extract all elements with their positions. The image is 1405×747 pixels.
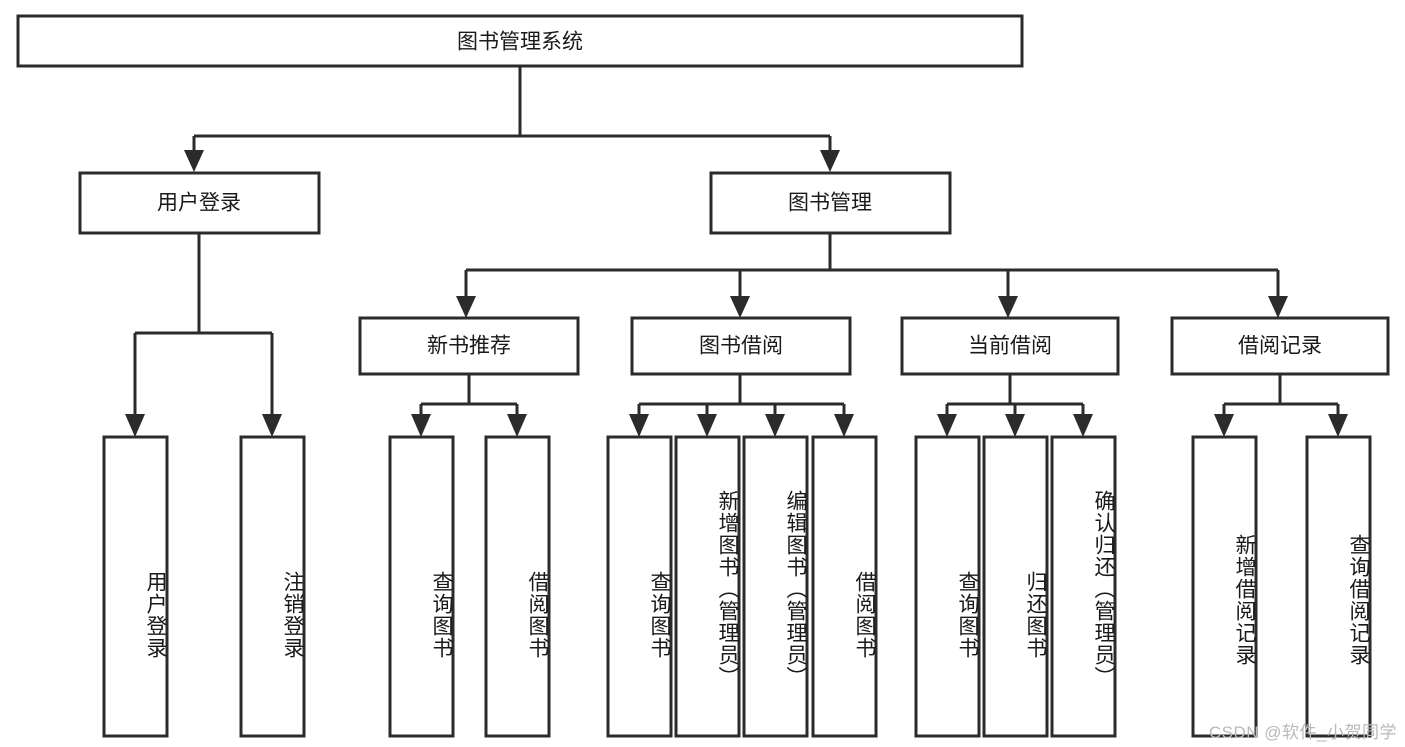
node-borrow-record[interactable]: 借阅记录 <box>1170 316 1390 376</box>
leaf-box-confirm-return[interactable] <box>1050 435 1117 738</box>
node-user-login-label: 用户登录 <box>157 192 241 215</box>
node-book-manage-label: 图书管理 <box>788 192 872 215</box>
leaf-box-edit-book[interactable] <box>742 435 809 738</box>
edge-bookmanage-to-level2 <box>456 233 1288 318</box>
edge-borrowrecord-to-leaves <box>1214 374 1348 437</box>
edge-userlogin-to-leaves <box>125 233 282 437</box>
node-current-borrow-label: 当前借阅 <box>968 335 1052 358</box>
leaf-box-user-login[interactable] <box>102 435 169 738</box>
leaf-box-add-book[interactable] <box>674 435 741 738</box>
node-user-login[interactable]: 用户登录 <box>78 171 321 235</box>
node-book-borrow[interactable]: 图书借阅 <box>630 316 852 376</box>
edge-root-to-level1 <box>184 66 840 172</box>
node-new-book-recommend-label: 新书推荐 <box>427 335 511 358</box>
node-root[interactable]: 图书管理系统 <box>16 14 1024 68</box>
edge-currentborrow-to-leaves <box>937 374 1093 437</box>
leaf-box-borrow-book-2[interactable] <box>811 435 878 738</box>
node-book-borrow-label: 图书借阅 <box>699 335 783 358</box>
node-borrow-record-label: 借阅记录 <box>1238 335 1322 358</box>
node-root-label: 图书管理系统 <box>457 31 583 54</box>
edge-newbook-to-leaves <box>411 374 527 437</box>
leaf-box-return-book[interactable] <box>982 435 1049 738</box>
leaf-box-query-book-3[interactable] <box>914 435 981 738</box>
leaf-box-logout-login[interactable] <box>239 435 306 738</box>
leaf-box-borrow-book-1[interactable] <box>484 435 551 738</box>
node-current-borrow[interactable]: 当前借阅 <box>900 316 1120 376</box>
node-book-manage[interactable]: 图书管理 <box>709 171 952 235</box>
edge-bookborrow-to-leaves <box>629 374 854 437</box>
node-new-book-recommend[interactable]: 新书推荐 <box>358 316 580 376</box>
leaf-box-query-book-1[interactable] <box>388 435 455 738</box>
leaf-box-query-record[interactable] <box>1305 435 1372 738</box>
leaf-box-query-book-2[interactable] <box>606 435 673 738</box>
csdn-watermark: CSDN @软件_小贺同学 <box>1208 723 1397 742</box>
leaf-box-add-record[interactable] <box>1191 435 1258 738</box>
